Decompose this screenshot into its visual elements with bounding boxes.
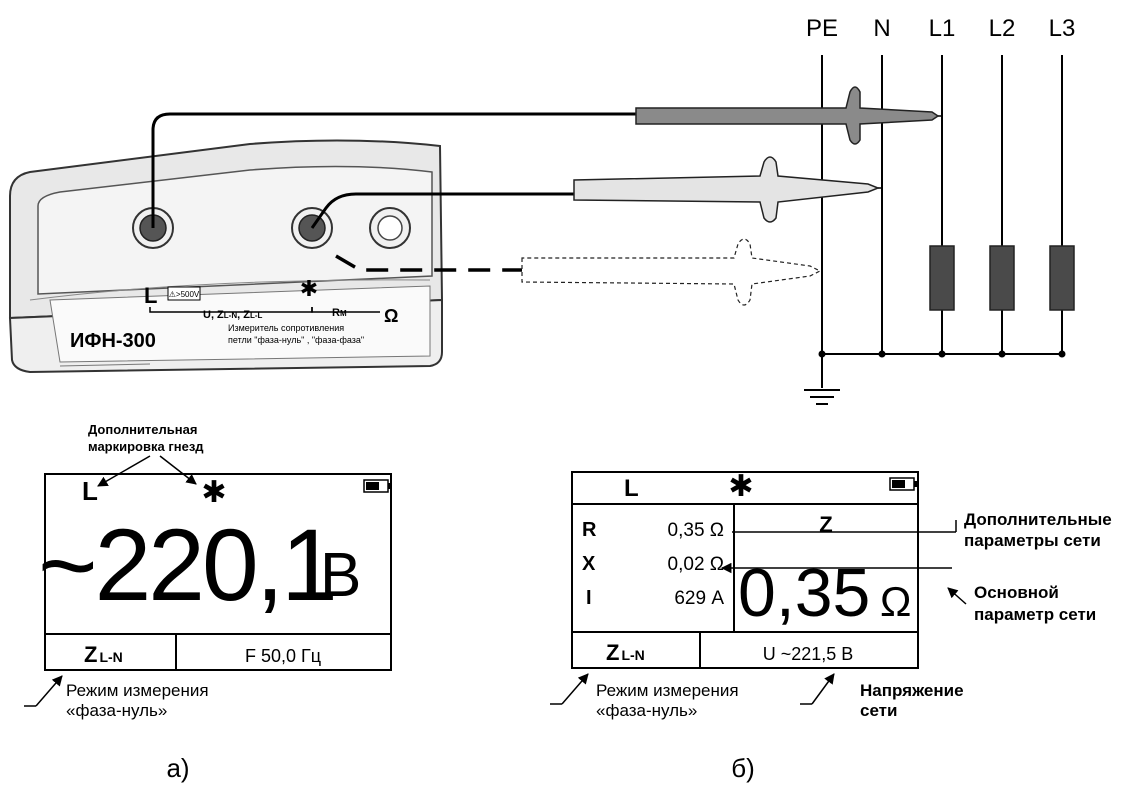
param-i-value: 629 А bbox=[674, 588, 724, 609]
node-dot bbox=[938, 350, 946, 358]
bus-label-n: N bbox=[873, 15, 890, 42]
ohm-icon: Ω bbox=[880, 578, 911, 625]
indicator-l: L bbox=[624, 475, 639, 502]
bus-lines bbox=[804, 55, 1075, 405]
annotation-main-1: Основной bbox=[974, 583, 1059, 602]
panel-b-annotations: Дополнительные параметры сети Основной п… bbox=[550, 510, 1112, 720]
z-header: Z bbox=[819, 512, 832, 537]
node-dot bbox=[878, 350, 886, 358]
param-x-name: X bbox=[582, 553, 596, 575]
annotation-voltage-1: Напряжение bbox=[860, 681, 964, 700]
annotation-extra-1: Дополнительные bbox=[964, 510, 1112, 529]
arrow bbox=[947, 587, 967, 605]
ohm-icon: Ω bbox=[384, 306, 398, 326]
param-x-value: 0,02 Ω bbox=[668, 554, 724, 575]
annotation-marking-2: маркировка гнезд bbox=[88, 439, 204, 454]
battery-icon bbox=[363, 479, 391, 493]
bus-label-l1: L1 bbox=[929, 15, 956, 42]
caption-a: а) bbox=[166, 753, 189, 783]
bus-label-l2: L2 bbox=[989, 15, 1016, 42]
star-icon: ✱ bbox=[300, 276, 318, 301]
warning-label: ⚠>500V bbox=[169, 290, 200, 299]
star-icon: ✱ bbox=[728, 469, 753, 504]
caption-b: б) bbox=[731, 753, 755, 783]
display-frame bbox=[44, 473, 392, 671]
resistor-l2 bbox=[989, 245, 1015, 311]
bus-labels: PE N L1 L2 L3 bbox=[806, 15, 1075, 42]
jack-label-rm: R bbox=[332, 307, 340, 319]
indicator-l: L bbox=[82, 476, 98, 506]
bus-label-l3: L3 bbox=[1049, 15, 1076, 42]
lead-dark bbox=[151, 112, 640, 228]
svg-text:U, ZL-N, ZL-L: U, ZL-N, ZL-L bbox=[203, 309, 263, 321]
arrow bbox=[35, 675, 63, 707]
annotation-mode-2: «фаза-нуль» bbox=[66, 701, 167, 720]
probe-dashed bbox=[521, 238, 822, 306]
voltage-readout: U ~221,5 В bbox=[763, 644, 854, 664]
panel-a-annotations: Дополнительная маркировка гнезд Режим из… bbox=[24, 422, 209, 720]
bus-label-pe: PE bbox=[806, 15, 838, 42]
device-description-2: петли "фаза-нуль" , "фаза-фаза" bbox=[228, 335, 364, 345]
annotation-extra-2: параметры сети bbox=[964, 531, 1101, 550]
warning-box bbox=[167, 286, 201, 301]
annotation-voltage-2: сети bbox=[860, 701, 897, 720]
arrow bbox=[811, 673, 835, 705]
arrow bbox=[159, 455, 197, 485]
jack-labels: L ⚠>500V U, ZL-N, ZL-L ✱ RM Ω bbox=[144, 276, 398, 326]
device-description-1: Измеритель сопротивления bbox=[228, 323, 344, 333]
star-icon: ✱ bbox=[201, 475, 226, 510]
probe-light bbox=[573, 156, 882, 223]
jacks bbox=[132, 207, 411, 249]
annotation-main-2: параметр сети bbox=[974, 605, 1096, 624]
param-i-name: I bbox=[586, 587, 592, 609]
main-reading: ~220,1 bbox=[38, 508, 335, 622]
node-dot bbox=[1058, 350, 1066, 358]
jack-ohm bbox=[377, 215, 403, 241]
param-r-name: R bbox=[582, 519, 597, 541]
node-dot bbox=[998, 350, 1006, 358]
svg-text:RM: RM bbox=[332, 307, 347, 319]
main-reading: 0,35 bbox=[738, 555, 870, 631]
battery-icon bbox=[889, 477, 917, 491]
jack-label-l: L bbox=[144, 283, 157, 308]
main-unit: В bbox=[320, 541, 361, 610]
arrow bbox=[97, 455, 151, 487]
param-r-value: 0,35 Ω bbox=[668, 520, 724, 541]
resistor-l1 bbox=[929, 245, 955, 311]
annotation-mode-1: Режим измерения bbox=[66, 681, 209, 700]
lead-dashed bbox=[335, 254, 522, 272]
probe-dark bbox=[635, 86, 942, 145]
lead-light bbox=[310, 192, 578, 229]
annotation-mode-1: Режим измерения bbox=[596, 681, 739, 700]
arrow bbox=[561, 673, 589, 705]
annotation-marking-1: Дополнительная bbox=[88, 422, 197, 437]
annotation-mode-2: «фаза-нуль» bbox=[596, 701, 697, 720]
jack-label-u: U, Z bbox=[203, 309, 224, 321]
frequency-readout: F 50,0 Гц bbox=[245, 646, 321, 666]
device-model: ИФН-300 bbox=[70, 330, 156, 352]
meter-device bbox=[8, 139, 444, 374]
resistor-l3 bbox=[1049, 245, 1075, 311]
